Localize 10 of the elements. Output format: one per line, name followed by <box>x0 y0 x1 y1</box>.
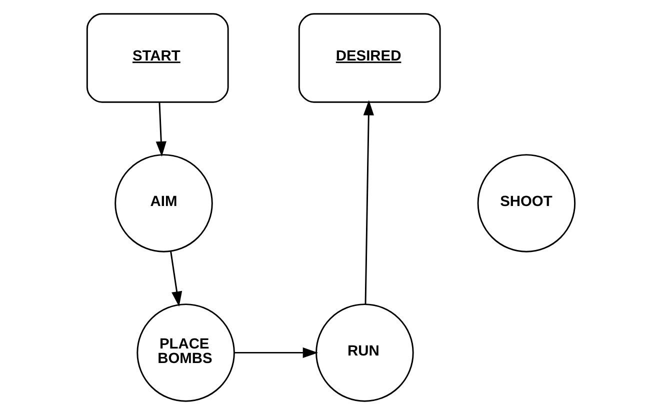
node-box: DESIRED <box>298 12 440 102</box>
node-circle: PLACE BOMBS <box>136 303 234 402</box>
node-circle: SHOOT <box>476 154 576 252</box>
arrow <box>362 100 374 304</box>
arrow <box>234 346 318 358</box>
arrow <box>155 102 166 156</box>
node-box: START <box>86 12 228 102</box>
arrow <box>170 250 182 306</box>
node-circle: AIM <box>114 154 212 252</box>
node-circle: RUN <box>315 303 414 402</box>
